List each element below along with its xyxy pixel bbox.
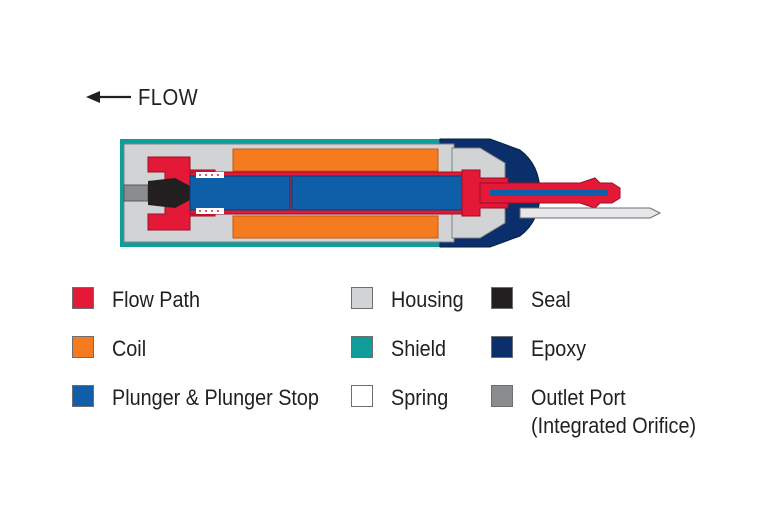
legend-item-spring: Spring: [351, 384, 455, 412]
legend-label-multiline: Outlet Port (Integrated Orifice): [531, 384, 696, 440]
outlet-bore: [123, 184, 149, 202]
legend-label: Spring: [391, 385, 449, 410]
legend-item-outlet-port: Outlet Port (Integrated Orifice): [491, 384, 714, 440]
legend-item-housing: Housing: [351, 286, 472, 314]
legend-label: Housing: [391, 287, 464, 312]
spring: [196, 172, 224, 214]
legend-swatch-spring: [351, 385, 373, 407]
legend-label: Shield: [391, 336, 447, 361]
legend-label-line2: (Integrated Orifice): [531, 413, 697, 438]
legend-label: Epoxy: [531, 336, 587, 361]
legend-swatch-flow-path: [72, 287, 94, 309]
legend-swatch-plunger: [72, 385, 94, 407]
legend-item-coil: Coil: [72, 335, 150, 363]
legend-item-flow-path: Flow Path: [72, 286, 210, 314]
legend-label: Plunger & Plunger Stop: [112, 385, 319, 410]
coil-bottom: [232, 215, 439, 239]
legend-swatch-outlet-port: [491, 385, 513, 407]
legend-swatch-shield: [351, 336, 373, 358]
legend-item-seal: Seal: [491, 286, 575, 314]
legend-label: Flow Path: [112, 287, 201, 312]
legend-label: Coil: [112, 336, 147, 361]
flow-label: FLOW: [138, 84, 199, 110]
plunger-stop: [291, 175, 469, 211]
coil-top: [232, 148, 439, 172]
legend-swatch-coil: [72, 336, 94, 358]
legend-item-shield: Shield: [351, 335, 452, 363]
legend-item-plunger: Plunger & Plunger Stop: [72, 384, 342, 412]
plunger: [189, 175, 291, 211]
legend-swatch-seal: [491, 287, 513, 309]
legend-label: Outlet Port: [531, 385, 626, 410]
outlet-barb-channel: [490, 190, 608, 196]
legend-item-epoxy: Epoxy: [491, 335, 592, 363]
legend-swatch-housing: [351, 287, 373, 309]
flow-arrow-icon: [86, 91, 131, 103]
seal: [148, 178, 190, 208]
legend-swatch-epoxy: [491, 336, 513, 358]
electrical-pin: [519, 207, 662, 219]
legend-label: Seal: [531, 287, 571, 312]
